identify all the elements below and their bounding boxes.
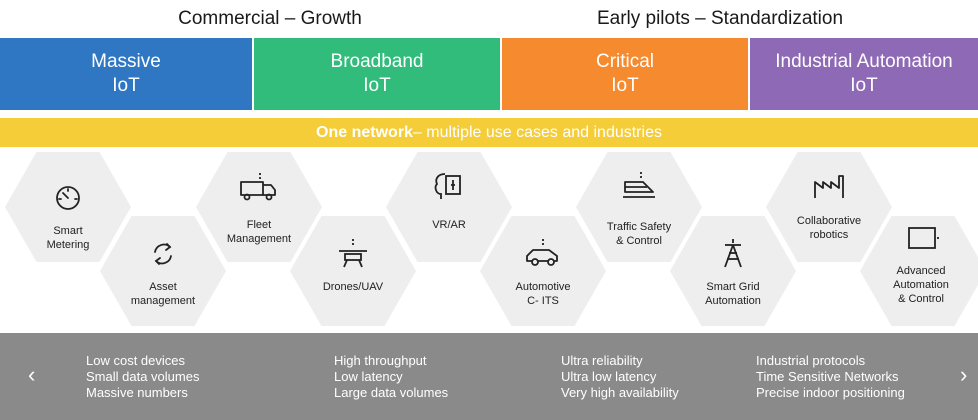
requirements-industrial: Industrial protocols Time Sensitive Netw… bbox=[756, 353, 905, 401]
gauge-icon bbox=[56, 186, 80, 210]
drone-icon bbox=[339, 239, 367, 268]
label-line: Automotive bbox=[515, 281, 571, 293]
requirements-footer: ‹ Low cost devices Small data volumes Ma… bbox=[0, 333, 978, 420]
label-line: management bbox=[130, 295, 196, 307]
phase-early-pilots: Early pilots – Standardization bbox=[596, 8, 844, 29]
category-subtitle: IoT bbox=[850, 75, 878, 96]
category-subtitle: IoT bbox=[611, 75, 639, 96]
label-line: Smart bbox=[53, 225, 83, 237]
requirement-item: Large data volumes bbox=[334, 385, 449, 400]
category-critical-iot: Critical IoT bbox=[502, 38, 748, 110]
screen-icon bbox=[908, 227, 941, 249]
requirements-critical: Ultra reliability Ultra low latency Very… bbox=[561, 353, 679, 401]
prev-arrow-icon[interactable]: ‹ bbox=[28, 362, 36, 387]
next-arrow-icon[interactable]: › bbox=[960, 362, 968, 387]
requirements-massive: Low cost devices Small data volumes Mass… bbox=[86, 353, 199, 401]
requirement-item: Industrial protocols bbox=[756, 353, 866, 368]
power-tower-icon bbox=[724, 239, 742, 268]
label-line: & Control bbox=[616, 235, 662, 247]
label-automotive: Automotive C- ITS bbox=[488, 280, 598, 308]
car-icon bbox=[526, 239, 558, 266]
refresh-icon bbox=[154, 243, 172, 265]
label-line: Automation bbox=[893, 279, 949, 291]
requirement-item: Ultra low latency bbox=[561, 369, 657, 384]
requirement-item: Low cost devices bbox=[86, 353, 185, 368]
category-subtitle: IoT bbox=[112, 75, 140, 96]
category-industrial-automation-iot: Industrial Automation IoT bbox=[750, 38, 978, 110]
label-line: Drones/UAV bbox=[322, 281, 384, 293]
label-line: Fleet bbox=[246, 219, 272, 231]
requirement-item: Ultra reliability bbox=[561, 353, 643, 368]
brain-headset-icon bbox=[434, 173, 461, 199]
one-network-banner: One network– multiple use cases and indu… bbox=[0, 118, 978, 147]
label-smart-grid: Smart Grid Automation bbox=[678, 280, 788, 308]
requirement-item: Time Sensitive Networks bbox=[756, 369, 899, 384]
category-subtitle: IoT bbox=[363, 75, 391, 96]
requirement-item: Massive numbers bbox=[86, 385, 188, 400]
label-line: VR/AR bbox=[432, 219, 466, 231]
hex-collaborative-robotics bbox=[766, 152, 892, 262]
label-line: Automation bbox=[705, 295, 761, 307]
train-icon bbox=[623, 172, 655, 198]
requirement-item: Very high availability bbox=[561, 385, 679, 400]
label-line: Management bbox=[226, 233, 292, 245]
label-asset-management: Asset management bbox=[108, 280, 218, 308]
label-line: Advanced bbox=[896, 265, 946, 277]
label-line: C- ITS bbox=[527, 295, 559, 307]
label-traffic-safety: Traffic Safety & Control bbox=[584, 220, 694, 248]
category-title: Massive bbox=[91, 51, 161, 72]
label-line: Smart Grid bbox=[706, 281, 760, 293]
category-title: Critical bbox=[595, 51, 655, 72]
phase-commercial: Commercial – Growth bbox=[178, 8, 362, 29]
label-advanced-automation: Advanced Automation & Control bbox=[862, 264, 978, 306]
requirement-item: Low latency bbox=[334, 369, 403, 384]
factory-icon bbox=[814, 175, 844, 198]
truck-icon bbox=[240, 173, 276, 201]
label-line: Metering bbox=[46, 239, 90, 251]
label-smart-metering: Smart Metering bbox=[13, 224, 123, 252]
banner-bold: One network bbox=[316, 123, 413, 141]
label-collaborative-robotics: Collaborative robotics bbox=[774, 214, 884, 242]
category-title: Broadband bbox=[330, 51, 424, 72]
label-drones: Drones/UAV bbox=[298, 280, 408, 294]
requirement-item: High throughput bbox=[334, 353, 427, 368]
banner-rest: – multiple use cases and industries bbox=[412, 123, 662, 141]
label-fleet-management: Fleet Management bbox=[204, 218, 314, 246]
label-line: & Control bbox=[898, 293, 944, 305]
requirements-broadband: High throughput Low latency Large data v… bbox=[334, 353, 448, 401]
label-line: Asset bbox=[149, 281, 177, 293]
category-broadband-iot: Broadband IoT bbox=[254, 38, 500, 110]
category-title: Industrial Automation bbox=[775, 51, 953, 72]
requirement-item: Precise indoor positioning bbox=[756, 385, 905, 400]
label-line: Collaborative bbox=[796, 215, 862, 227]
label-line: Traffic Safety bbox=[606, 221, 672, 233]
category-massive-iot: Massive IoT bbox=[0, 38, 252, 110]
hex-vr-ar bbox=[386, 152, 512, 262]
requirement-item: Small data volumes bbox=[86, 369, 200, 384]
label-vr-ar: VR/AR bbox=[394, 218, 504, 232]
label-line: robotics bbox=[809, 229, 849, 241]
